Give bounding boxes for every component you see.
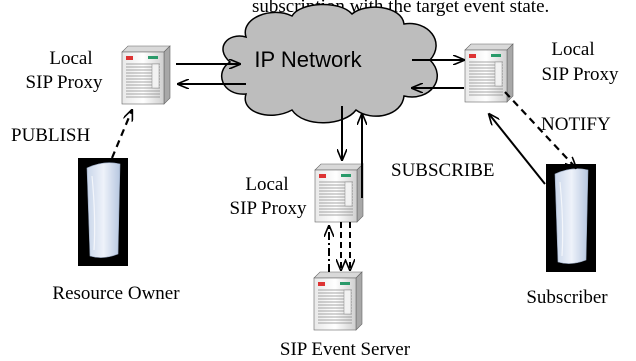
device-icon-subscriber <box>545 163 597 273</box>
arrow-notify <box>504 91 576 168</box>
server-icon-center-proxy <box>314 163 364 223</box>
proxy-center-label-1: Local <box>245 174 288 195</box>
proxy-right-label-2: SIP Proxy <box>542 64 619 85</box>
server-icon-event-server <box>313 271 363 331</box>
arrow-subscribe <box>489 114 546 185</box>
resource-owner-label: Resource Owner <box>52 283 180 304</box>
proxy-left-label-2: SIP Proxy <box>26 72 103 93</box>
cloud-icon <box>220 3 438 124</box>
subscriber-label: Subscriber <box>526 287 608 308</box>
server-icon-left-proxy <box>121 45 171 105</box>
device-icon-resource-owner <box>77 157 129 267</box>
arrow-publish <box>110 110 132 159</box>
proxy-right-label-1: Local <box>551 39 594 60</box>
notify-label: NOTIFY <box>541 114 611 135</box>
cloud-label: IP Network <box>254 47 362 72</box>
proxy-center-label-2: SIP Proxy <box>230 198 307 219</box>
publish-label: PUBLISH <box>11 125 90 146</box>
subscribe-label: SUBSCRIBE <box>391 160 494 181</box>
proxy-left-label-1: Local <box>49 48 92 69</box>
event-server-label: SIP Event Server <box>280 339 411 360</box>
